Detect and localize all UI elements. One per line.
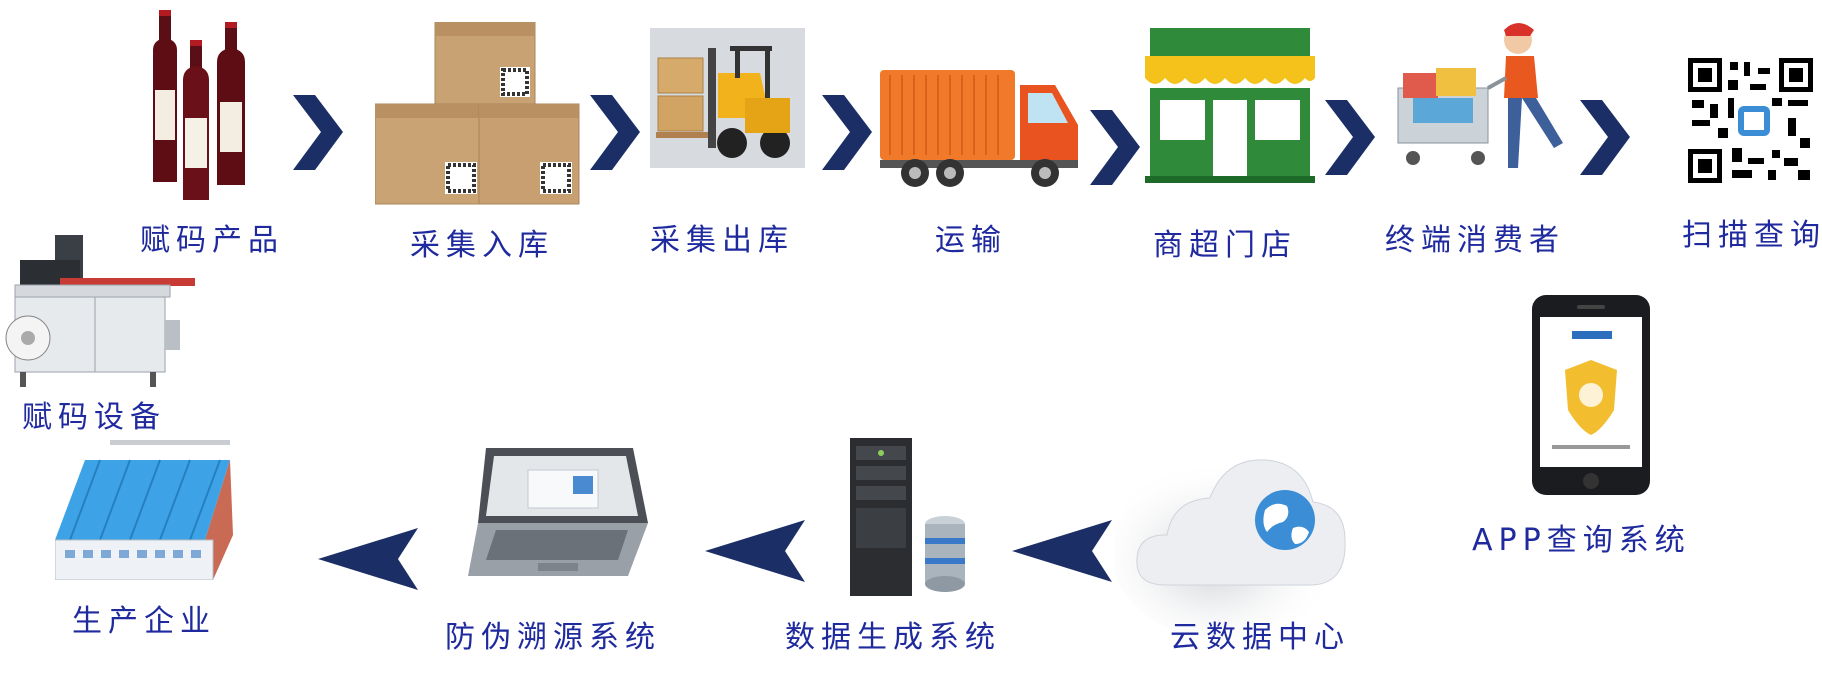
coding-machine-icon bbox=[0, 230, 195, 390]
laptop-icon bbox=[468, 448, 653, 578]
wine-bottles-icon bbox=[145, 10, 265, 200]
cardboard-boxes-icon bbox=[375, 22, 580, 207]
arrow-left-icon bbox=[318, 528, 418, 590]
node-label: APP查询系统 bbox=[1472, 523, 1691, 558]
smartphone-icon bbox=[1532, 295, 1652, 495]
node-label: 扫描查询 bbox=[1682, 218, 1822, 253]
server-database-icon bbox=[850, 438, 970, 598]
qr-code-icon bbox=[1688, 58, 1813, 183]
factory-building-icon bbox=[55, 440, 240, 580]
node-label: 运输 bbox=[935, 223, 1007, 258]
store-front-icon bbox=[1145, 28, 1315, 183]
node-label: 云数据中心 bbox=[1170, 620, 1350, 655]
arrow-left-icon bbox=[705, 520, 805, 582]
chevron-right-icon bbox=[1580, 100, 1630, 175]
node-label: 采集出库 bbox=[650, 223, 794, 258]
arrow-left-icon bbox=[1012, 520, 1112, 582]
node-label: 生产企业 bbox=[72, 604, 216, 639]
chevron-right-icon bbox=[1325, 100, 1375, 175]
node-label: 防伪溯源系统 bbox=[445, 620, 661, 655]
chevron-right-icon bbox=[822, 95, 872, 170]
node-label: 商超门店 bbox=[1153, 228, 1297, 263]
chevron-right-icon bbox=[293, 95, 343, 170]
node-label: 采集入库 bbox=[410, 228, 554, 263]
node-label: 赋码产品 bbox=[140, 223, 284, 258]
cloud-globe-icon bbox=[1115, 440, 1365, 640]
chevron-right-icon bbox=[1090, 110, 1140, 185]
node-label: 终端消费者 bbox=[1385, 223, 1565, 258]
node-label: 赋码设备 bbox=[22, 400, 166, 435]
node-label: 数据生成系统 bbox=[785, 620, 1001, 655]
truck-icon bbox=[880, 65, 1080, 190]
forklift-icon bbox=[650, 28, 805, 168]
shopper-cart-icon bbox=[1388, 18, 1583, 188]
chevron-right-icon bbox=[590, 95, 640, 170]
